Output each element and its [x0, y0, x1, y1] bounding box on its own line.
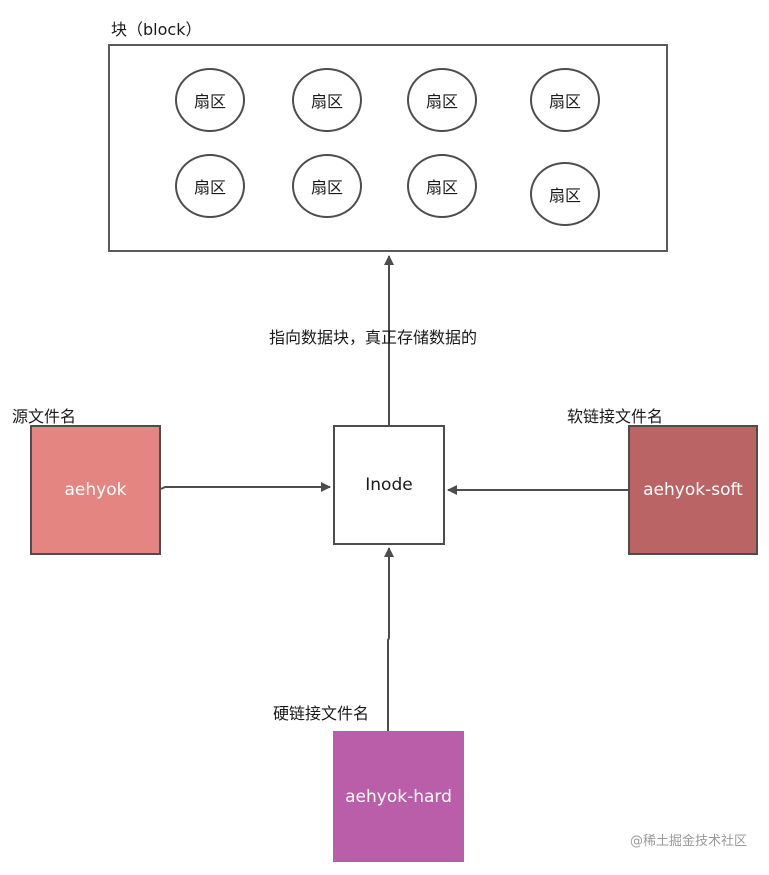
- arrow-hard-to-inode: [384, 547, 394, 731]
- hard-link-box: aehyok-hard: [333, 731, 464, 862]
- source-title: 源文件名: [12, 407, 77, 426]
- source-file-box: aehyok: [30, 425, 161, 555]
- soft-link-title: 软链接文件名: [567, 407, 664, 426]
- sector-5: 扇区: [175, 154, 245, 218]
- hard-link-title: 硬链接文件名: [273, 704, 370, 723]
- edge-label: 指向数据块，真正存储数据的: [269, 328, 478, 347]
- arrow-source-to-inode: [160, 482, 331, 492]
- sector-3: 扇区: [407, 68, 477, 132]
- inode-box: Inode: [333, 425, 445, 545]
- block-title: 块（block）: [111, 20, 202, 39]
- sector-6: 扇区: [292, 154, 362, 218]
- sector-2: 扇区: [292, 68, 362, 132]
- sector-8: 扇区: [530, 162, 600, 226]
- sector-7: 扇区: [407, 154, 477, 218]
- watermark: @稀土掘金技术社区: [630, 834, 748, 849]
- sector-4: 扇区: [530, 68, 600, 132]
- soft-link-box: aehyok-soft: [628, 425, 758, 555]
- sector-1: 扇区: [175, 68, 245, 132]
